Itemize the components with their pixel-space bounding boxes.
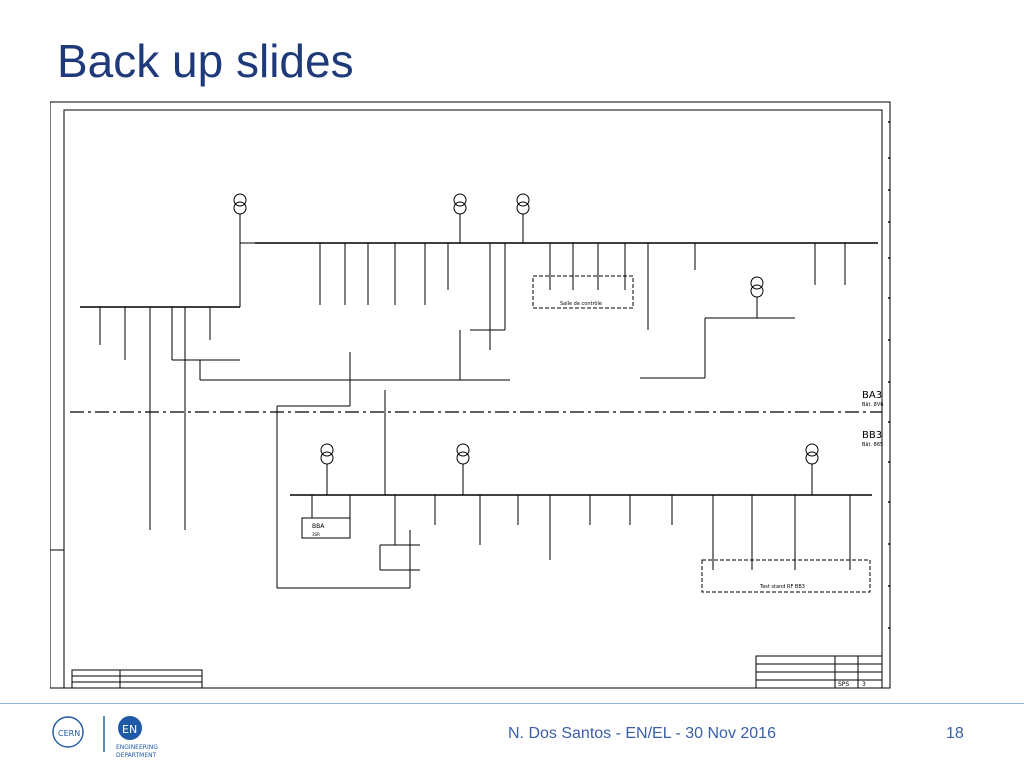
title-block [71,655,883,689]
electrical-single-line-diagram: BA3 Bât. 8V6 BB3 Bât. 865 Salle de contr… [50,101,891,689]
transformer-4 [750,276,764,298]
slide-title: Back up slides [57,35,354,87]
margin-ticks [888,121,890,629]
transformer-7 [805,443,819,465]
footer-divider [0,703,1024,704]
transformer-5 [320,443,334,465]
footer-logos: CERN EN ENGINEERING DEPARTMENT [52,716,158,759]
zone-label-ba3: BA3 [862,390,882,401]
dept-line-2: DEPARTMENT [116,752,157,759]
zone-sublabel-ba3: Bât. 8V6 [862,401,883,408]
bba-label: BBA [312,523,325,530]
lower-feeders [311,495,851,570]
page-number: 18 [946,725,964,742]
drawing-border [50,101,891,689]
cern-logo-icon: CERN [52,716,84,748]
upper-feeders [319,243,846,350]
left-title-strip [50,549,65,689]
transformer-2 [453,193,467,215]
title-block-code: SPS [838,681,849,688]
test-stand-label: Test stand RF BB3 [759,584,805,590]
footer-credit: N. Dos Santos - EN/EL - 30 Nov 2016 [508,725,776,742]
control-room-box [532,275,634,309]
test-stand-box [701,559,871,593]
cern-logo-text: CERN [58,729,80,738]
transformer-3 [516,193,530,215]
zone-label-bb3: BB3 [862,430,882,441]
left-feeders [99,307,240,530]
transformer-6 [456,443,470,465]
control-room-label: Salle de contrôle [560,300,602,307]
zone-sublabel-bb3: Bât. 865 [862,441,883,448]
en-logo-icon: EN [118,716,142,740]
bba-box [301,517,351,539]
title-block-sheet: 3 [862,681,866,688]
dept-line-1: ENGINEERING [116,744,158,751]
transformer-1 [233,193,247,215]
bba-sublabel: 3SR [312,532,320,537]
en-logo-text: EN [122,723,137,736]
drawing-inner-frame [63,109,883,689]
